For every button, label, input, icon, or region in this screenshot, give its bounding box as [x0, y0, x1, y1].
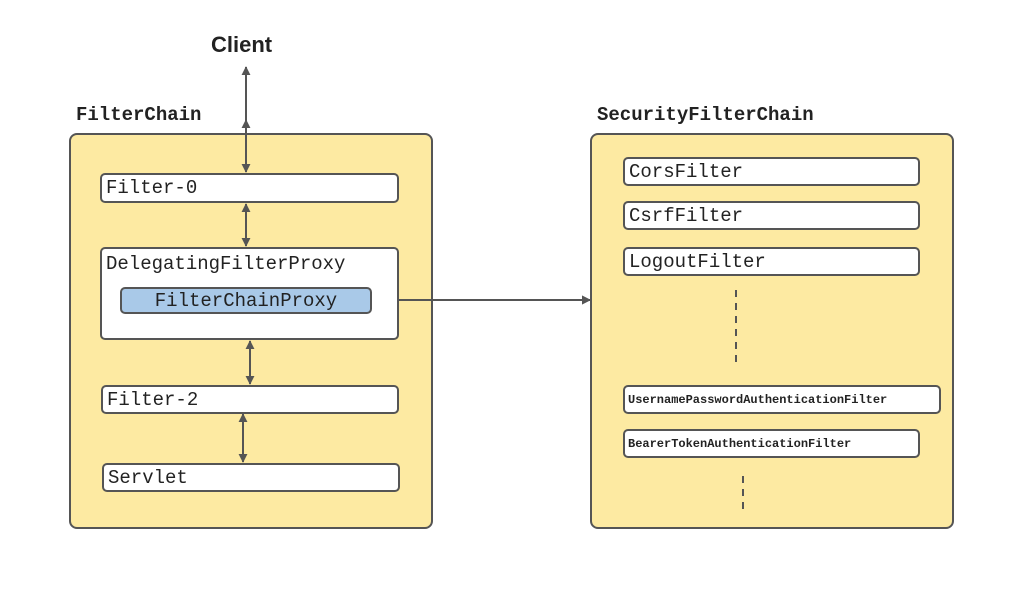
filter-0-box: Filter-0 [100, 173, 399, 203]
client-label: Client [211, 32, 273, 57]
security-filter-chain-panel [590, 133, 954, 529]
username-password-authentication-filter-box: UsernamePasswordAuthenticationFilter [623, 385, 941, 414]
logout-filter-box: LogoutFilter [623, 247, 920, 276]
bearer-token-authentication-filter-box: BearerTokenAuthenticationFilter [623, 429, 920, 458]
filter-chain-title: FilterChain [76, 104, 202, 126]
security-filter-chain-title: SecurityFilterChain [597, 104, 814, 126]
cors-filter-box: CorsFilter [623, 157, 920, 186]
filter-chain-proxy-box: FilterChainProxy [120, 287, 372, 314]
servlet-box: Servlet [102, 463, 400, 492]
csrf-filter-box: CsrfFilter [623, 201, 920, 230]
filter-2-box: Filter-2 [101, 385, 399, 414]
